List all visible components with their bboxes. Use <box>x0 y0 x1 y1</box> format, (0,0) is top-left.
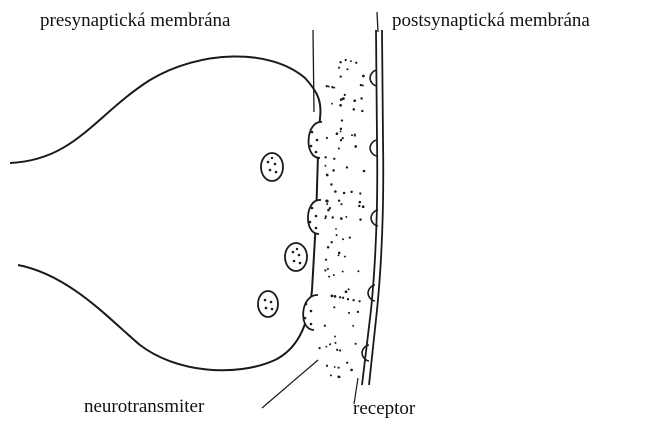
synaptic-vesicle <box>261 153 283 181</box>
neurotransmitter-label: neurotransmiter <box>84 397 204 416</box>
fusing-vesicle <box>308 200 321 234</box>
neurotransmitter-leader-line <box>262 360 318 408</box>
synaptic-vesicle <box>285 243 307 271</box>
synaptic-vesicle <box>258 291 278 317</box>
neurotransmitter-molecules <box>319 59 366 378</box>
presynaptic-membrane-label: presynaptická membrána <box>40 11 230 30</box>
fusing-vesicle <box>303 295 318 330</box>
receptor-label: receptor <box>353 399 415 418</box>
postsynaptic-leader-line <box>377 12 378 32</box>
presynaptic-leader-line <box>313 30 314 112</box>
fusing-vesicle <box>309 122 322 158</box>
presynaptic-terminal-outline <box>10 56 320 370</box>
postsynaptic-membrane-label: postsynaptická membrána <box>392 11 590 30</box>
